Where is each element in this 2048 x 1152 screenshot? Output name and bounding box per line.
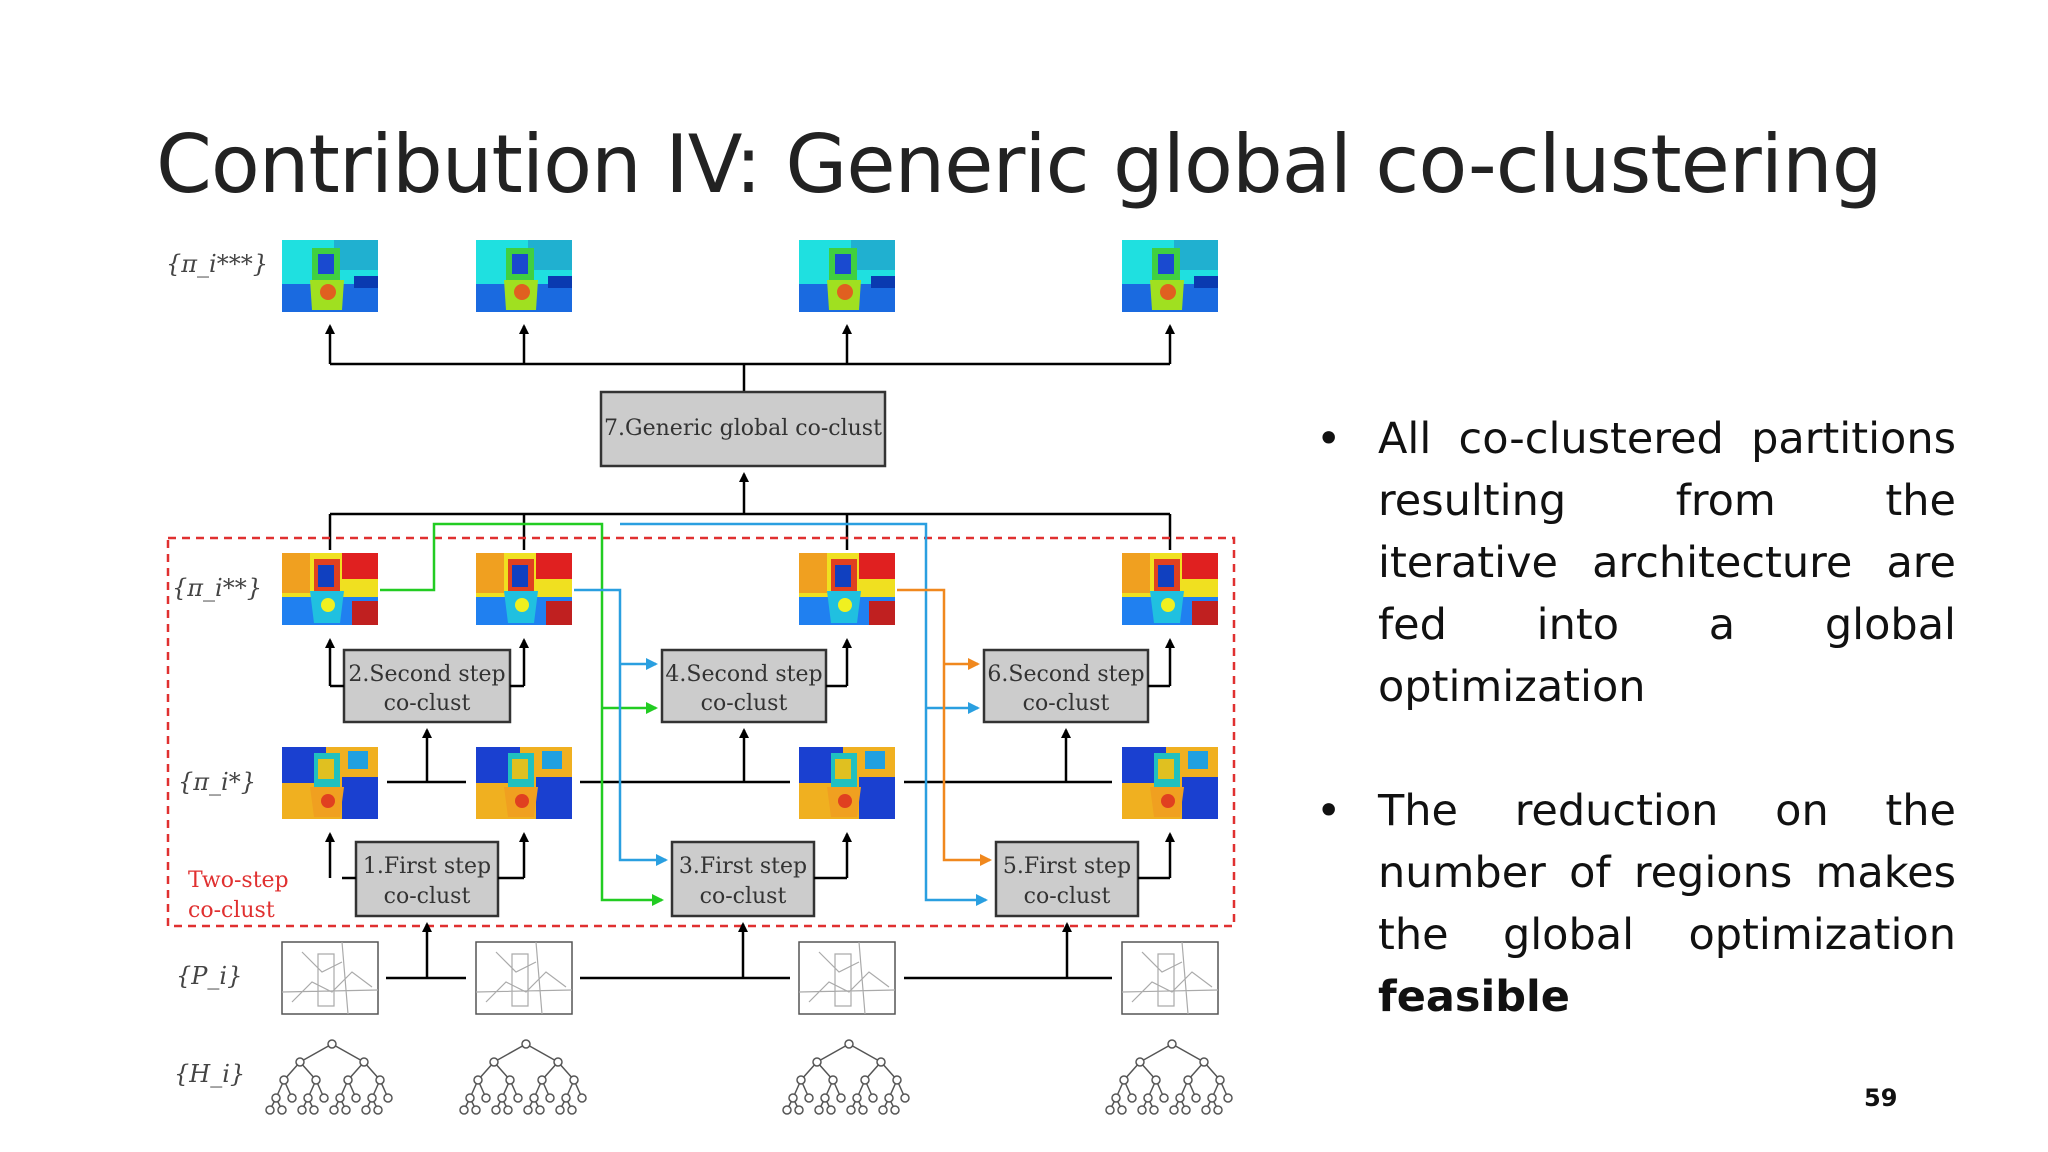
- pi2-thumb-2: [476, 553, 572, 625]
- hierarchy-tree-1: [265, 1039, 393, 1115]
- box-4-line2: co-clust: [701, 691, 788, 716]
- pi3-thumb-1: [282, 240, 378, 312]
- box-6-line2: co-clust: [1023, 691, 1110, 716]
- row-label-hierarchies: {H_i}: [174, 1060, 245, 1088]
- bullet-text-1: All co-clustered partitions resulting fr…: [1378, 414, 1956, 712]
- pi1-thumb-2: [476, 747, 572, 819]
- box-3-line2: co-clust: [700, 884, 787, 909]
- box-3-line1: 3.First step: [679, 854, 807, 879]
- bullet-dot-icon: •: [1316, 414, 1342, 464]
- box-1-line2: co-clust: [384, 884, 471, 909]
- hierarchy-tree-4: [1105, 1039, 1233, 1115]
- box-7-label: 7.Generic global co-clust: [604, 416, 882, 441]
- pi2-thumb-4: [1122, 553, 1218, 625]
- p-thumb-3: [798, 941, 896, 1015]
- row-label-partitions: {P_i}: [176, 962, 242, 990]
- page-number: 59: [1864, 1084, 1898, 1112]
- box-2-line1: 2.Second step: [348, 662, 505, 687]
- p-thumb-4: [1121, 941, 1219, 1015]
- box-1-first-step: [354, 840, 500, 918]
- bullet-item-2: • The reduction on the number of regions…: [1316, 780, 1956, 1028]
- slide-title: Contribution IV: Generic global co-clust…: [156, 118, 1882, 211]
- bullet-dot-icon: •: [1316, 786, 1342, 836]
- bullet-list: • All co-clustered partitions resulting …: [1316, 408, 1956, 1090]
- box-7-global-co-clust: [599, 390, 887, 468]
- row-label-pi-triple-star: {π_i***}: [166, 250, 268, 278]
- box-1-line1: 1.First step: [363, 854, 491, 879]
- hierarchy-tree-2: [459, 1039, 587, 1115]
- bullet-item-1: • All co-clustered partitions resulting …: [1316, 408, 1956, 718]
- row-label-pi-double-star: {π_i**}: [172, 574, 262, 602]
- box-4-line1: 4.Second step: [665, 662, 822, 687]
- box-2-line2: co-clust: [384, 691, 471, 716]
- bullet-text-2: The reduction on the number of regions m…: [1378, 786, 1956, 960]
- box-4-second-step: [660, 648, 828, 724]
- box-5-line2: co-clust: [1024, 884, 1111, 909]
- pi2-thumb-3: [799, 553, 895, 625]
- box-5-first-step: [994, 840, 1140, 918]
- pi2-thumb-1: [282, 553, 378, 625]
- hierarchy-tree-3: [782, 1039, 910, 1115]
- pi3-thumb-4: [1122, 240, 1218, 312]
- pi3-thumb-2: [476, 240, 572, 312]
- two-step-label-line2: co-clust: [188, 898, 275, 923]
- bullet-text-2-bold: feasible: [1378, 972, 1570, 1022]
- p-thumb-1: [281, 941, 379, 1015]
- box-6-line1: 6.Second step: [987, 662, 1144, 687]
- two-step-label-line1: Two-step: [188, 868, 289, 893]
- pi3-thumb-3: [799, 240, 895, 312]
- pi1-thumb-3: [799, 747, 895, 819]
- p-thumb-2: [475, 941, 573, 1015]
- box-5-line1: 5.First step: [1003, 854, 1131, 879]
- pi1-thumb-1: [282, 747, 378, 819]
- row-label-pi-star: {π_i*}: [178, 768, 256, 796]
- two-step-frame: [166, 536, 1236, 928]
- pi1-thumb-4: [1122, 747, 1218, 819]
